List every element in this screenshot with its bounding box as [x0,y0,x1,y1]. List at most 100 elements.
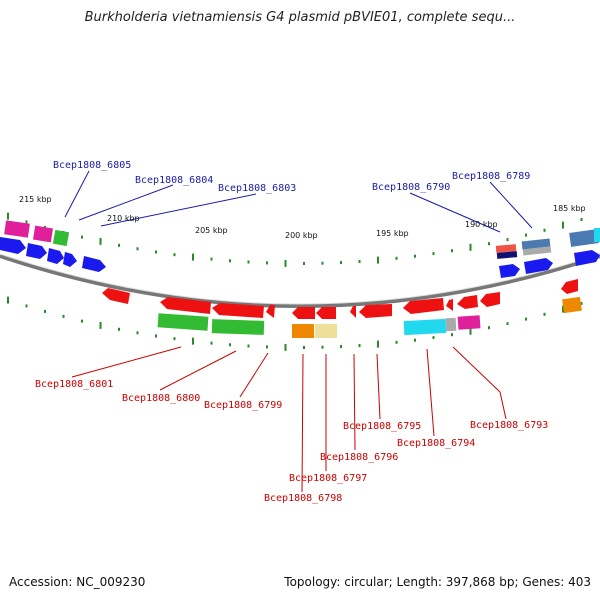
tick-mark [99,321,102,329]
tick-marks-top [7,212,583,267]
tick-mark [118,243,120,247]
topology-text: Topology: circular; Length: 397,868 bp; … [284,575,591,589]
gene-feature[interactable] [52,229,70,247]
gene-feature[interactable] [316,307,336,319]
gene-label-6794[interactable]: Bcep1808_6794 [397,438,475,449]
gene-feature[interactable] [211,319,265,335]
gene-feature[interactable] [561,279,578,294]
gene-feature[interactable] [499,264,520,278]
tick-marks-bottom [7,296,583,351]
tick-mark [321,345,324,349]
tick-mark [543,312,546,316]
tick-mark [266,261,268,265]
gene-label-6798[interactable]: Bcep1808_6798 [264,493,342,504]
gene-label-6796[interactable]: Bcep1808_6796 [320,452,398,463]
tick-mark [99,237,102,245]
tick-mark [525,317,527,321]
gene-feature[interactable] [574,250,600,266]
tick-mark [562,221,564,229]
gene-label-6795[interactable]: Bcep1808_6795 [343,421,421,432]
gene-feature[interactable] [63,252,77,267]
gene-feature[interactable] [212,303,264,318]
tick-label-185: 185 kbp [553,204,586,213]
tick-mark [173,253,176,257]
gene-label-6800[interactable]: Bcep1808_6800 [122,393,200,404]
tick-mark [136,331,139,335]
gene-feature[interactable] [496,251,518,259]
gene-feature[interactable] [350,306,356,318]
tick-mark [173,337,176,341]
gene-feature[interactable] [457,315,481,330]
tick-mark [284,343,287,351]
tick-mark [81,319,83,323]
tick-mark [136,247,139,251]
tick-mark [44,309,46,313]
gene-feature[interactable] [457,295,478,309]
tick-mark [432,252,435,256]
gene-feature[interactable] [594,228,600,242]
gene-feature[interactable] [0,237,26,254]
tick-mark [284,259,287,267]
gene-label-6803[interactable]: Bcep1808_6803 [218,183,296,194]
gene-feature[interactable] [82,256,106,272]
gene-feature[interactable] [524,258,553,274]
gene-feature[interactable] [266,305,275,318]
gene-feature[interactable] [495,244,517,253]
tick-mark [25,304,28,308]
leader-lines-bottom [71,346,507,493]
tick-mark [414,338,416,342]
gene-feature[interactable] [102,288,130,304]
tick-mark [210,257,213,261]
gene-label-6804[interactable]: Bcep1808_6804 [135,175,213,186]
gene-label-6801[interactable]: Bcep1808_6801 [35,379,113,390]
gene-feature[interactable] [522,246,552,256]
gene-feature[interactable] [33,225,53,243]
gene-feature[interactable] [446,299,453,311]
tick-mark [266,345,268,349]
genome-backbone [0,254,600,308]
tick-mark [525,233,527,237]
gene-feature[interactable] [569,229,599,247]
gene-label-6789[interactable]: Bcep1808_6789 [452,171,530,182]
gene-label-6797[interactable]: Bcep1808_6797 [289,473,367,484]
tick-mark [395,340,398,344]
gene-feature[interactable] [160,297,211,314]
tick-mark [377,340,379,348]
tick-mark [229,343,231,347]
gene-feature[interactable] [562,296,582,314]
gene-feature[interactable] [521,238,551,250]
tick-mark [358,260,361,263]
tick-mark [340,345,342,349]
gene-feature[interactable] [315,324,337,338]
gene-feature[interactable] [47,248,64,264]
tick-mark [340,261,342,265]
tick-mark [543,228,546,232]
gene-label-6799[interactable]: Bcep1808_6799 [204,400,282,411]
gene-feature[interactable] [4,220,30,238]
gene-label-6793[interactable]: Bcep1808_6793 [470,420,548,431]
gene-feature[interactable] [403,298,444,314]
accession-text: Accession: NC_009230 [9,575,146,589]
tick-label-200: 200 kbp [285,231,318,240]
tick-mark [358,344,361,347]
tick-label-205: 205 kbp [195,226,228,235]
gene-label-6790[interactable]: Bcep1808_6790 [372,182,450,193]
gene-feature[interactable] [292,324,314,338]
gene-feature[interactable] [292,307,315,319]
leader-lines-top [64,170,533,233]
tick-mark [432,336,435,340]
tick-mark [62,314,65,318]
tick-label-190: 190 kbp [465,220,498,229]
tick-mark [118,327,120,331]
gene-feature[interactable] [359,304,392,318]
gene-label-6805[interactable]: Bcep1808_6805 [53,160,131,171]
gene-feature[interactable] [480,292,500,307]
tick-mark [451,249,453,253]
gene-feature[interactable] [403,318,447,336]
gene-feature[interactable] [26,243,47,259]
tick-mark [25,220,28,224]
tick-mark [506,238,509,242]
genes-reverse [102,279,582,338]
gene-feature[interactable] [445,317,457,332]
gene-feature[interactable] [157,313,209,331]
